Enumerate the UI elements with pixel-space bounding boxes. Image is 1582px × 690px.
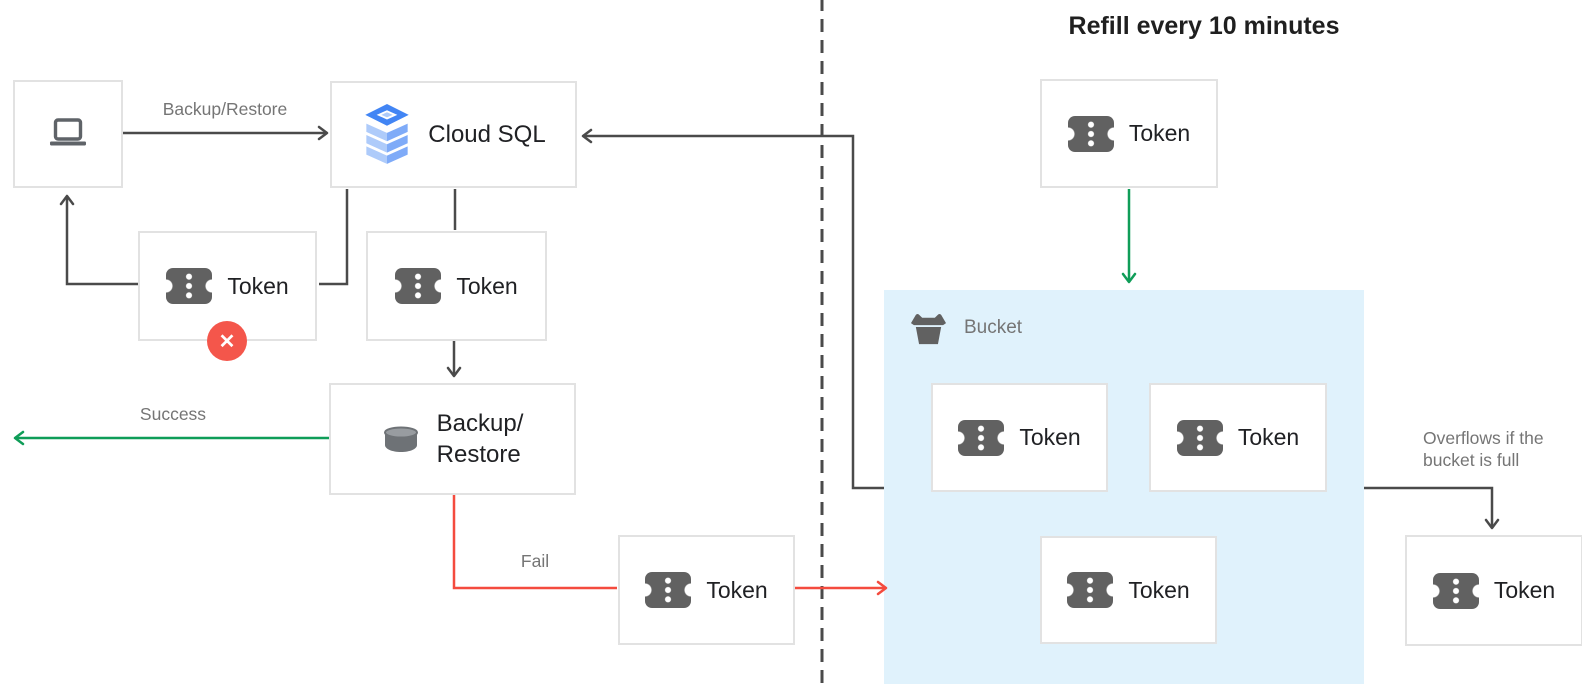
token-label: Token <box>1237 424 1300 450</box>
client-device-box <box>13 80 123 188</box>
backup-restore-line1: Backup/ <box>436 409 524 437</box>
arrow-token-to-laptop <box>59 194 138 286</box>
line-fail <box>452 495 617 590</box>
edge-label-fail: Fail <box>520 551 550 571</box>
edge-label-success: Success <box>139 404 207 424</box>
backup-restore-box: Backup/ Restore <box>329 383 576 495</box>
bucket-header: Bucket <box>910 311 1022 345</box>
token-icon <box>1067 115 1114 152</box>
token-icon <box>645 572 692 608</box>
overflow-token-box: Token <box>1405 535 1582 646</box>
token-icon <box>1067 572 1114 608</box>
bucket-token-box: Token <box>1149 383 1327 492</box>
token-icon <box>1176 419 1223 456</box>
error-icon: ✕ <box>207 321 247 361</box>
bucket-token-box: Token <box>1040 536 1217 644</box>
overflow-label-line2: bucket is full <box>1423 450 1520 470</box>
token-label: Token <box>456 272 518 299</box>
bucket-token-box: Token <box>931 383 1108 492</box>
arrow-overflow <box>1364 486 1500 530</box>
pending-token-box: Token <box>366 231 547 341</box>
bucket-icon <box>910 313 947 345</box>
backup-restore-label: Backup/ Restore <box>437 408 524 470</box>
token-label: Token <box>1128 576 1190 603</box>
token-label: Token <box>1128 120 1191 146</box>
line-cloudsql-to-rejected-token <box>319 189 349 286</box>
token-icon <box>958 419 1005 456</box>
token-label: Token <box>706 576 768 603</box>
cloud-sql-box: Cloud SQL <box>330 81 577 188</box>
edge-label-backup-restore: Backup/Restore <box>162 99 288 119</box>
failed-token-box: Token <box>618 535 795 645</box>
laptop-icon <box>50 118 86 146</box>
bucket-label: Bucket <box>964 317 1023 338</box>
token-icon <box>395 268 442 304</box>
cloud-sql-label: Cloud SQL <box>428 120 546 148</box>
database-icon <box>383 426 418 452</box>
refill-token-box: Token <box>1040 79 1218 188</box>
token-label: Token <box>1019 424 1081 450</box>
token-label: Token <box>1493 577 1556 603</box>
arrow-bucket-to-cloudsql <box>581 128 884 490</box>
cloud-sql-icon <box>365 103 409 164</box>
token-icon <box>1432 572 1479 609</box>
error-x-glyph: ✕ <box>218 330 236 353</box>
overflow-label-line1: Overflows if the <box>1423 428 1544 448</box>
edge-label-overflow: Overflows if the bucket is full <box>1423 427 1544 471</box>
token-icon <box>166 268 213 304</box>
refill-title: Refill every 10 minutes <box>1068 12 1340 40</box>
token-label: Token <box>227 272 289 299</box>
backup-restore-line2: Restore <box>436 441 521 468</box>
